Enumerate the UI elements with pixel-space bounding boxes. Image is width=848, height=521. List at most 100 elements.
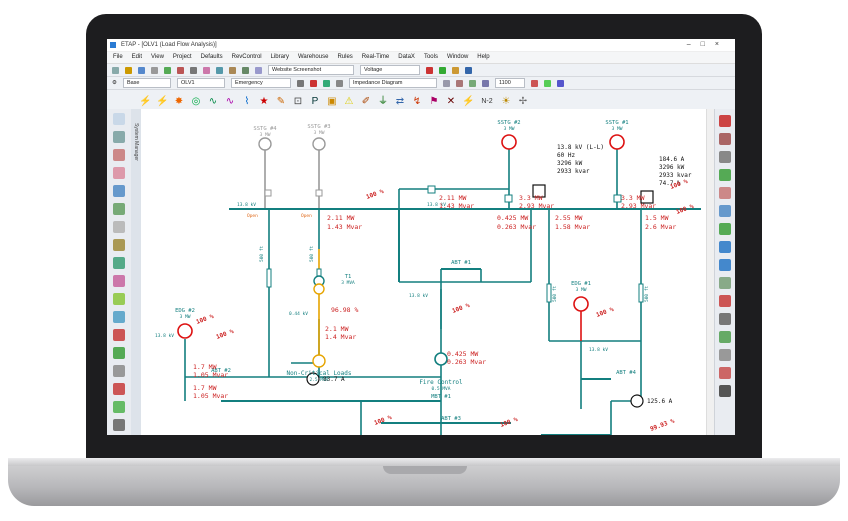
fire-control-name: Fire Control <box>419 379 463 386</box>
menu-view[interactable]: View <box>151 54 164 60</box>
meter-2-line-2: 60 Hz <box>557 152 575 159</box>
vertical-scrollbar[interactable] <box>706 109 715 435</box>
flow-c-mvar: 2.93 Mvar <box>519 202 554 210</box>
pct-100-h: 100 % <box>373 414 393 427</box>
bus-voltage-a: 13.8 kV <box>237 202 256 208</box>
olv-combo[interactable]: OLV1 <box>176 78 225 88</box>
edg2-rating: 3 MW <box>180 314 191 320</box>
pct-99-93: 99.93 % <box>649 418 676 433</box>
dc-icon[interactable]: ⊡ <box>293 96 303 107</box>
contingency-icon[interactable]: ⚡ <box>462 96 475 107</box>
unbalanced-icon[interactable]: ✕ <box>446 96 456 107</box>
relay-icon[interactable]: ⚑ <box>429 96 439 107</box>
cable-tag-a: 500 ft <box>259 245 265 262</box>
screen: ETAP - [OLV1 (Load Flow Analysis)] –□× F… <box>107 39 735 435</box>
menu-warehouse[interactable]: Warehouse <box>297 54 329 60</box>
edg2-name: EDG #2 <box>175 308 195 314</box>
sstg3-rating: 3 MW <box>314 130 325 136</box>
transient-icon[interactable]: ↯ <box>412 96 422 107</box>
menu-edit[interactable]: Edit <box>131 54 143 60</box>
sstg3-name: SSTG #3 <box>307 124 330 130</box>
menu-tools[interactable]: Tools <box>423 54 438 60</box>
diagram-svg: 13.8 kV (L-L) 60 Hz 3296 kW 2933 kvar 18… <box>155 120 701 435</box>
cable-tag-c: 500 ft <box>552 285 558 302</box>
title-bar: ETAP - [OLV1 (Load Flow Analysis)] –□× <box>107 39 735 52</box>
flow-f-mw: 2.55 MW <box>555 214 582 222</box>
pvoc-icon[interactable]: ☀ <box>501 96 511 107</box>
meter-1-line-2: 3296 kW <box>659 164 685 171</box>
menu-datax[interactable]: DataX <box>398 54 415 60</box>
stability-icon[interactable]: ∿ <box>225 96 235 107</box>
bus-voltage-044: 0.44 kV <box>289 311 308 317</box>
non-critical-loads-rating: 2.5 MVA <box>310 377 329 383</box>
one-line-diagram[interactable]: 13.8 kV (L-L) 60 Hz 3296 kW 2933 kvar 18… <box>141 109 707 435</box>
toolbar-row-2: ⚙ Base OLV1 Emergency Impedance Diagram … <box>107 77 735 90</box>
t1-name: T1 <box>345 274 352 280</box>
current-83-7: 83.7 A <box>323 376 345 383</box>
fire-control-rating: 0.5 MVA <box>432 386 451 392</box>
non-critical-loads-name: Non-Critical Loads <box>286 370 351 377</box>
arc-flash-icon[interactable]: ✸ <box>174 96 184 107</box>
pct-100-i: 100 % <box>499 416 519 429</box>
pct-96-98: 96.98 % <box>331 306 358 314</box>
menu-library[interactable]: Library <box>270 54 289 60</box>
diagram-combo[interactable]: Impedance Diagram <box>348 78 437 88</box>
toolbar-row-1: Website Screenshot Voltage <box>107 64 735 77</box>
etap-app-icon <box>110 42 116 48</box>
t1-rating: 3 MVA <box>341 280 355 286</box>
flow-f-mvar: 1.58 Mvar <box>555 223 590 231</box>
flow-a-mw: 2.11 MW <box>327 214 354 222</box>
p-icon[interactable]: P <box>311 96 319 107</box>
mbt1-label: MBT #1 <box>431 394 451 400</box>
menu-project[interactable]: Project <box>172 54 192 60</box>
pct-100-g: 100 % <box>595 306 615 319</box>
menu-rules[interactable]: Rules <box>337 54 353 60</box>
n2-label[interactable]: N-2 <box>481 98 493 105</box>
abt2-label: ABT #2 <box>211 368 231 374</box>
menu-window[interactable]: Window <box>446 54 469 60</box>
protection-icon[interactable]: ⌇ <box>244 96 250 107</box>
window-controls[interactable]: –□× <box>686 41 729 48</box>
motor-icon[interactable]: ◎ <box>191 96 201 107</box>
edg1-rating: 3 MW <box>576 287 587 293</box>
flow-h-mvar: 1.4 Mvar <box>325 333 356 341</box>
bus-voltage-b: 13.8 kV <box>427 202 446 208</box>
zoom-combo[interactable]: 1100 <box>494 78 525 88</box>
laptop-notch <box>383 466 467 474</box>
flow-h-mw: 2.1 MW <box>325 325 349 333</box>
menu-file[interactable]: File <box>113 54 123 60</box>
pct-100-a: 100 % <box>365 188 385 201</box>
menu-defaults[interactable]: Defaults <box>200 54 223 60</box>
edg2-flow-mw-1: 1.7 MW <box>193 363 217 371</box>
load-flow-icon[interactable]: ⚡ <box>139 96 152 107</box>
edg2-flow-mw-2: 1.7 MW <box>193 384 217 392</box>
base-combo[interactable]: Base <box>122 78 171 88</box>
harmonics-icon[interactable]: ∿ <box>208 96 218 107</box>
bus-voltage-e: 13.8 kV <box>589 347 608 353</box>
view-combo[interactable]: Website Screenshot <box>268 65 354 75</box>
optimal-icon[interactable]: ✎ <box>276 96 286 107</box>
edg2-flow-mvar-2: 1.05 Mvar <box>193 392 228 400</box>
wind-icon[interactable]: ✢ <box>518 96 528 107</box>
warning-icon[interactable]: ⚠ <box>344 96 354 107</box>
battery-icon[interactable]: ▣ <box>327 96 337 107</box>
reliability-icon[interactable]: ★ <box>259 96 269 107</box>
laptop-base-edge <box>8 458 840 466</box>
voltage-combo[interactable]: Voltage <box>360 65 420 75</box>
fire-flow-mvar: 0.263 Mvar <box>447 358 486 366</box>
short-circuit-icon[interactable]: ⚡ <box>156 96 169 107</box>
flow-d-mvar: 2.93 Mvar <box>621 202 656 210</box>
meter-1-line-3: 2933 kvar <box>659 172 692 179</box>
flow-e-mvar: 0.263 Mvar <box>497 223 536 231</box>
menu-real-time[interactable]: Real-Time <box>361 54 390 60</box>
gear-icon[interactable]: ⚙ <box>112 80 117 86</box>
ground-icon[interactable]: ⏚ <box>378 96 388 107</box>
pct-100-b: 100 % <box>675 203 695 216</box>
menu-help[interactable]: Help <box>477 54 490 60</box>
mode-combo[interactable]: Emergency <box>230 78 291 88</box>
pct-100-e: 100 % <box>215 328 235 341</box>
menu-revcontrol[interactable]: RevControl <box>231 54 262 60</box>
switch-icon[interactable]: ⇄ <box>395 96 405 107</box>
cable-icon[interactable]: ✐ <box>361 96 371 107</box>
